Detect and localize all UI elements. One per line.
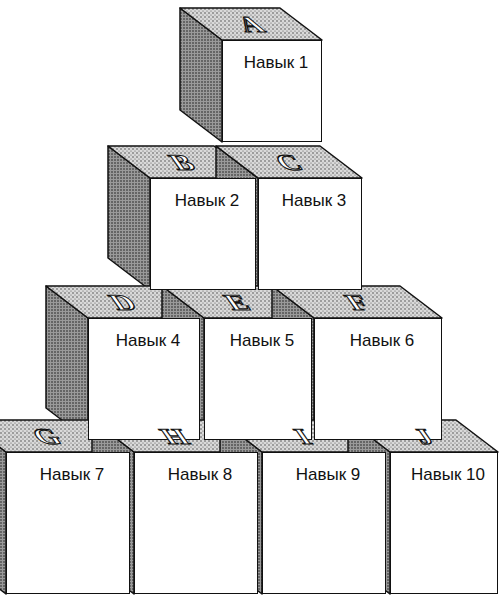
skill-label: Навык 10 [391,453,497,485]
skill-label: Навык 6 [315,319,441,351]
cube-top-face [216,146,362,178]
skill-label: Навык 2 [151,179,255,211]
skill-label: Навык 7 [7,453,129,485]
skill-block: Навык 1 [222,40,322,142]
skill-block: Навык 10 [390,452,498,594]
skill-label: Навык 5 [205,319,311,351]
skill-label: Навык 9 [263,453,385,485]
skill-label: Навык 4 [89,319,199,351]
skill-block: Навык 7 [6,452,130,594]
skill-block: Навык 9 [262,452,386,594]
skill-block: Навык 8 [134,452,258,594]
skill-block: Навык 5 [204,318,312,440]
skill-label: Навык 3 [259,179,361,211]
skill-block: Навык 2 [150,178,256,290]
skill-block: Навык 6 [314,318,442,440]
skill-label: Навык 8 [135,453,257,485]
cube-top-face [272,286,442,318]
skill-block: Навык 3 [258,178,362,290]
skill-block: Навык 4 [88,318,200,440]
skill-label: Навык 1 [223,41,321,73]
cube-top-face [180,8,322,40]
